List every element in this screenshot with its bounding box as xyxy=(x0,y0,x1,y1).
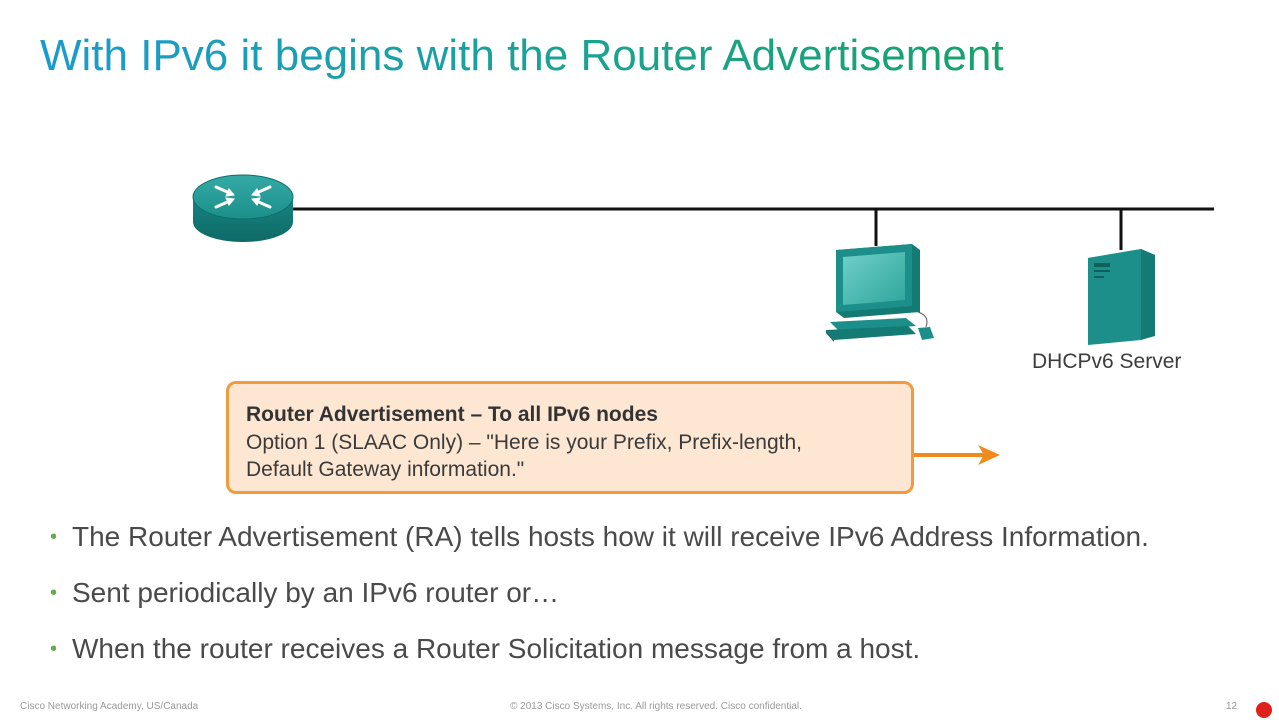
bullet-text: Sent periodically by an IPv6 router or… xyxy=(72,577,560,608)
bullet-dot-icon: • xyxy=(50,582,58,604)
network-diagram xyxy=(192,174,1214,465)
ra-body-line-2: Default Gateway information." xyxy=(246,458,525,481)
footer-copyright: © 2013 Cisco Systems, Inc. All rights re… xyxy=(510,701,802,712)
bullet-dot-icon: • xyxy=(50,638,58,660)
bullet-list: • The Router Advertisement (RA) tells ho… xyxy=(50,518,1170,686)
bullet-item: • The Router Advertisement (RA) tells ho… xyxy=(50,518,1170,556)
footer-academy: Cisco Networking Academy, US/Canada xyxy=(20,701,199,712)
server-icon xyxy=(1088,249,1155,345)
red-dot-icon xyxy=(1256,702,1272,718)
bullet-text: When the router receives a Router Solici… xyxy=(72,633,921,664)
pc-icon xyxy=(826,244,934,342)
bullet-dot-icon: • xyxy=(50,526,58,548)
bullet-text: The Router Advertisement (RA) tells host… xyxy=(72,521,1149,552)
slide-title: With IPv6 it begins with the Router Adve… xyxy=(40,28,1004,84)
ra-body-line-1: Option 1 (SLAAC Only) – "Here is your Pr… xyxy=(246,431,802,454)
dhcpv6-server-label: DHCPv6 Server xyxy=(1032,350,1182,373)
bullet-item: • Sent periodically by an IPv6 router or… xyxy=(50,574,1170,612)
ra-body: Option 1 (SLAAC Only) – "Here is your Pr… xyxy=(246,429,911,483)
router-icon xyxy=(192,174,294,242)
page-number: 12 xyxy=(1226,701,1238,712)
ra-arrow-icon xyxy=(914,445,1000,465)
ra-heading: Router Advertisement – To all IPv6 nodes xyxy=(246,403,658,426)
router-advertisement-box: Router Advertisement – To all IPv6 nodes… xyxy=(226,381,914,494)
bullet-item: • When the router receives a Router Soli… xyxy=(50,630,1170,668)
